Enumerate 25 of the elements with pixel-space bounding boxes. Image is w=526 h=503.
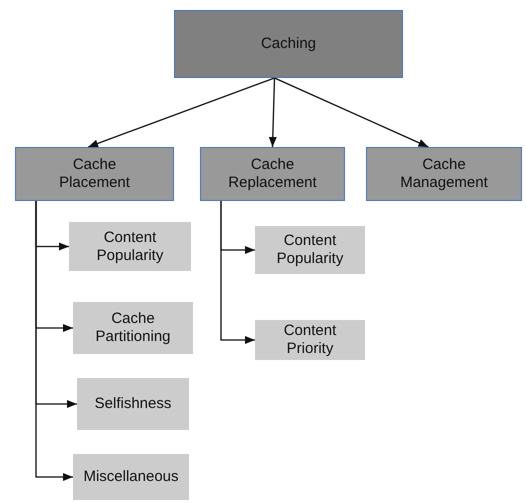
node-label: Cache Partitioning: [94, 310, 172, 346]
arrow: [220, 201, 255, 344]
node-label: Caching: [260, 35, 316, 53]
subcategory-box: [255, 320, 365, 360]
category-box: [366, 147, 522, 201]
node-label: Miscellaneous: [83, 468, 179, 486]
subcategory-box: [255, 226, 365, 274]
subcategory-box: [69, 222, 191, 271]
subcategory-box: [73, 302, 193, 354]
node-label: Content Popularity: [276, 232, 344, 268]
node-label: Cache Management: [399, 156, 489, 192]
category-box: [15, 147, 174, 201]
node-label: Selfishness: [94, 395, 172, 413]
arrow: [268, 78, 277, 148]
category-box: [174, 10, 403, 78]
category-box: [200, 147, 345, 201]
arrow: [274, 77, 429, 148]
node-label: Content Priority: [282, 322, 338, 358]
node-label: Content Popularity: [96, 228, 164, 264]
arrow: [35, 201, 73, 481]
subcategory-box: [73, 454, 189, 500]
arrow: [88, 77, 275, 148]
node-label: Cache Replacement: [227, 156, 318, 192]
node-label: Cache Placement: [58, 156, 131, 192]
subcategory-box: [77, 378, 189, 430]
